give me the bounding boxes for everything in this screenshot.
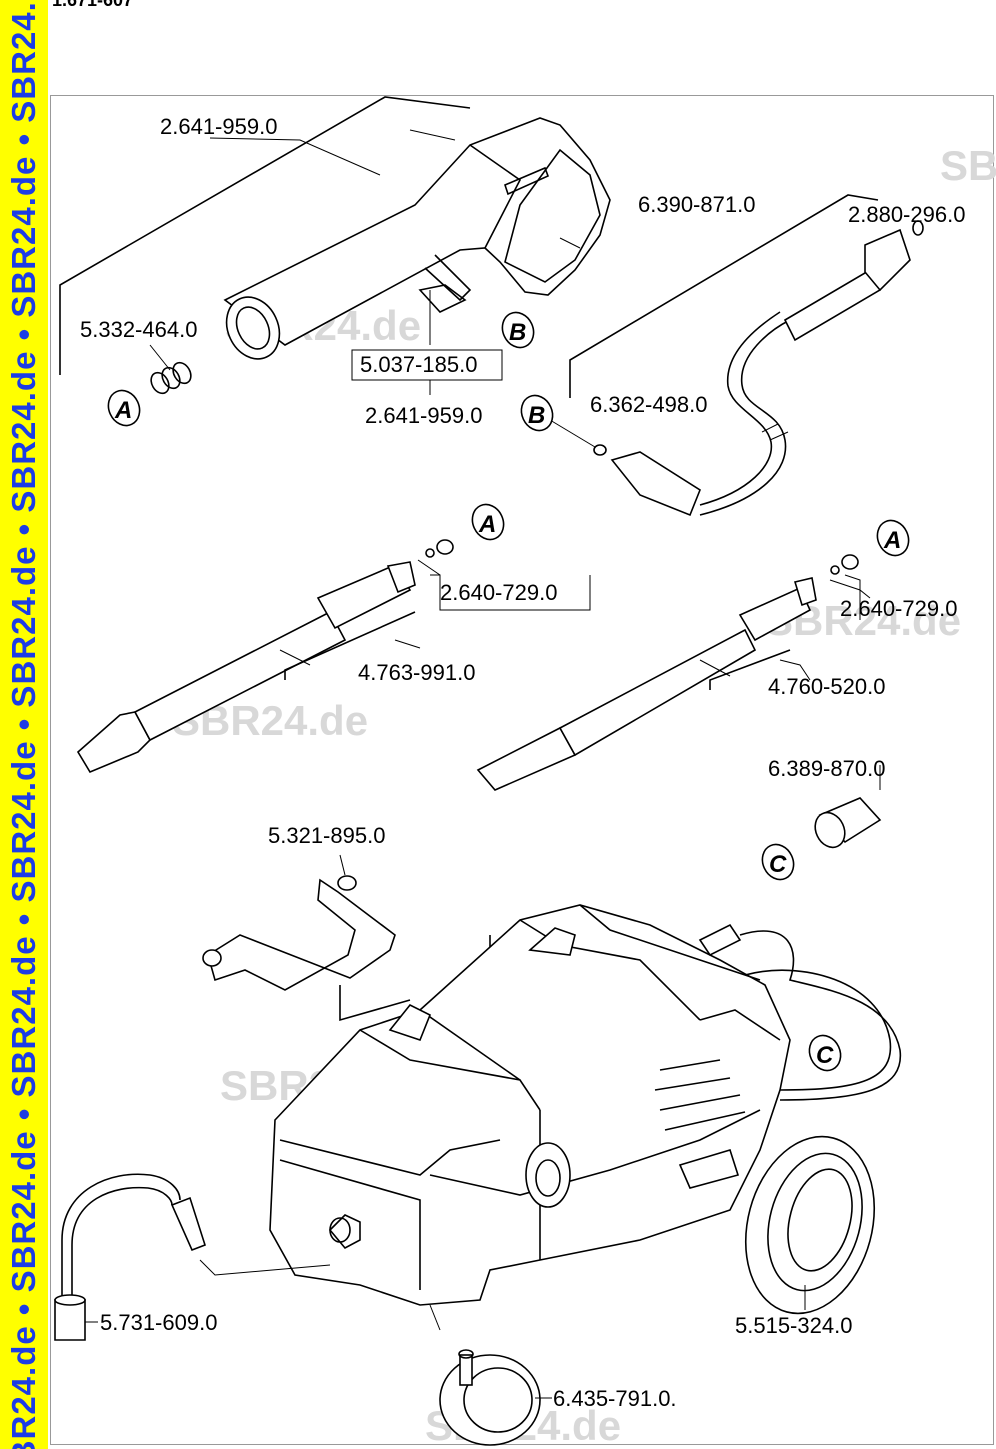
garden-hose-coupling-drawing [814, 797, 882, 849]
label-gun-top: 2.641-959.0 [160, 114, 277, 139]
tag-c-coupling [761, 843, 795, 881]
label-hose-fitting: 6.362-498.0 [590, 392, 707, 417]
tag-b-hose-letter: B [528, 402, 545, 429]
label-lance-right: 4.760-520.0 [768, 674, 885, 699]
label-nozzle-right: 2.640-729.0 [840, 596, 957, 621]
spray-gun-drawing [59, 96, 611, 375]
label-gun-mid: 2.641-959.0 [365, 403, 482, 428]
label-trigger-lock: 5.037-185.0 [360, 352, 477, 377]
watermark-1: SBR24.de [940, 142, 996, 189]
document-number: 1.671-607 [52, 0, 134, 10]
small-wheel-drawing [439, 1349, 552, 1446]
label-lance-left: 4.763-991.0 [358, 660, 475, 685]
label-handle: 5.321-895.0 [268, 823, 385, 848]
tag-c-coupling-letter: C [769, 851, 787, 878]
label-wheel-small: 6.435-791.0. [553, 1386, 677, 1411]
suction-filter-drawing [54, 1173, 331, 1341]
tag-c-body-letter: C [816, 1042, 834, 1069]
high-pressure-hose-drawing [549, 194, 924, 517]
part-number-labels: 2.641-959.0 5.332-464.0 5.037-185.0 2.64… [80, 114, 965, 1411]
tag-b-gun [501, 311, 535, 349]
tag-b-hose [520, 394, 554, 432]
sbr24-side-band: SBR24.de • SBR24.de • SBR24.de • SBR24.d… [0, 0, 48, 1449]
tag-a-gun-letter: A [114, 397, 132, 424]
leader-lines [209, 137, 881, 876]
label-coupling: 6.389-870.0 [768, 756, 885, 781]
label-wheel-large: 5.515-324.0 [735, 1313, 852, 1338]
tag-a-lance-right [876, 519, 910, 557]
label-filter: 5.731-609.0 [100, 1310, 217, 1335]
tag-a-lance-left [471, 503, 505, 541]
label-hose-oring: 2.880-296.0 [848, 202, 965, 227]
label-seal-ring: 5.332-464.0 [80, 317, 197, 342]
tag-a-lance-left-letter: A [478, 511, 496, 538]
pressure-washer-body-drawing [269, 904, 902, 1331]
tag-a-gun [107, 389, 141, 427]
label-nozzle-left: 2.640-729.0 [440, 580, 557, 605]
tag-c-body [808, 1034, 842, 1072]
lance-right-drawing [476, 554, 871, 791]
tag-a-lance-right-letter: A [883, 527, 901, 554]
connection-tags: A B B A A C C [107, 311, 910, 1072]
tag-b-gun-letter: B [509, 319, 526, 346]
large-wheel-drawing [744, 1135, 876, 1315]
push-handle-drawing [202, 875, 491, 1022]
seal-rings [149, 344, 192, 395]
label-hose: 6.390-871.0 [638, 192, 755, 217]
lance-left-drawing [76, 539, 454, 774]
drawing-frame [50, 95, 994, 1445]
